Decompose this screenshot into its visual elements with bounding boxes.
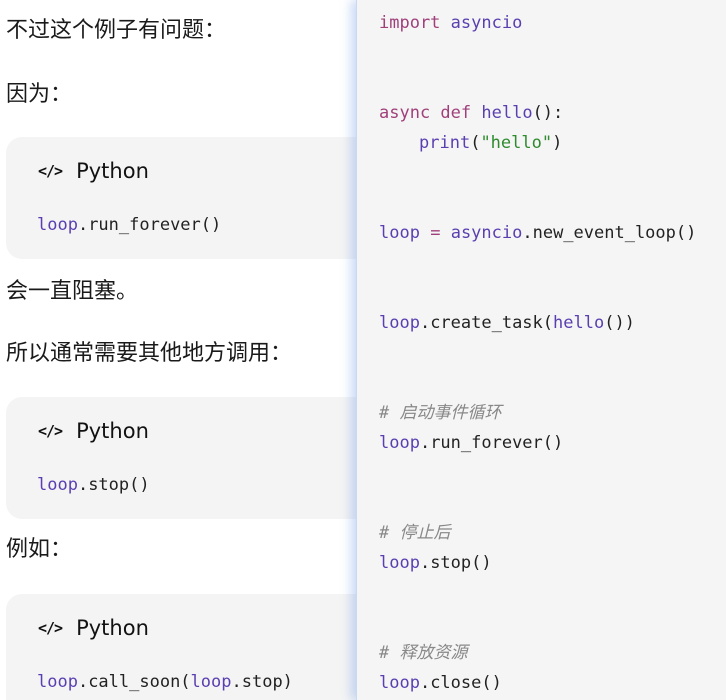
code-line: loop.create_task(hello()) — [379, 313, 635, 333]
code-block: </> Python loop.run_forever() — [6, 137, 356, 259]
code-block-header: </> Python — [38, 616, 149, 640]
code-language-label: Python — [76, 159, 149, 183]
message-paragraph: 例如： — [6, 537, 73, 562]
code-block: </> Python loop.stop() — [6, 397, 356, 519]
code-language-label: Python — [76, 616, 149, 640]
code-line: import asyncio — [379, 13, 523, 33]
code-line: loop.stop() — [37, 475, 150, 495]
code-block-header: </> Python — [38, 159, 149, 183]
code-icon: </> — [38, 619, 63, 637]
code-block: </> Python loop.call_soon(loop.stop) — [6, 594, 356, 700]
code-preview-panel[interactable]: import asyncio async def hello(): print(… — [356, 0, 726, 700]
code-line: loop.close() — [379, 673, 502, 693]
code-block-header: </> Python — [38, 419, 149, 443]
code-line: async def hello(): — [379, 103, 564, 123]
message-paragraph: 因为： — [6, 82, 73, 107]
code-icon: </> — [38, 422, 63, 440]
message-paragraph: 所以通常需要其他地方调用： — [6, 341, 293, 366]
code-line: loop.call_soon(loop.stop) — [37, 672, 293, 692]
code-line: loop.run_forever() — [37, 215, 222, 235]
code-language-label: Python — [76, 419, 149, 443]
code-line: loop.stop() — [379, 553, 492, 573]
code-icon: </> — [38, 162, 63, 180]
code-line: print("hello") — [419, 133, 563, 153]
message-paragraph: 不过这个例子有问题： — [6, 18, 227, 43]
code-line: loop = asyncio.new_event_loop() — [379, 223, 697, 243]
code-comment: # 停止后 — [379, 523, 451, 543]
code-comment: # 释放资源 — [379, 643, 468, 663]
code-comment: # 启动事件循环 — [379, 403, 502, 423]
code-line: loop.run_forever() — [379, 433, 564, 453]
message-paragraph: 会一直阻塞。 — [6, 279, 139, 304]
chat-message-panel: 不过这个例子有问题： 因为： </> Python loop.run_forev… — [0, 0, 356, 700]
